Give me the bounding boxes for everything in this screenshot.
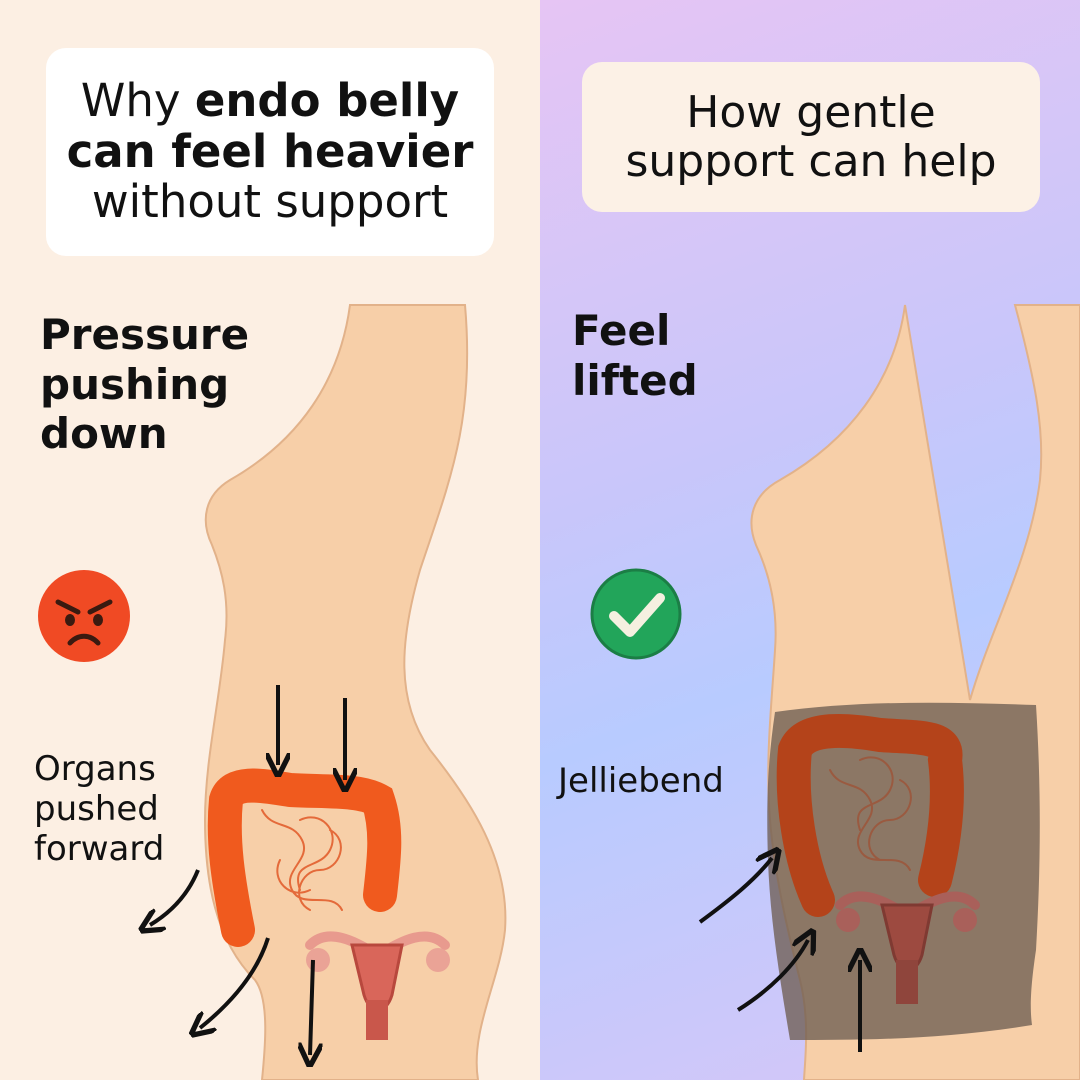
left-title-line-1: Why endo belly bbox=[46, 76, 494, 126]
left-title-line-3: without support bbox=[91, 175, 449, 229]
left-heading: Pressure pushing down bbox=[40, 310, 270, 459]
left-arrows bbox=[150, 685, 345, 1055]
left-heading-line: down bbox=[40, 409, 168, 459]
right-heading-line: Feel bbox=[572, 306, 671, 355]
left-title-bold-2: can feel heavier bbox=[66, 124, 474, 178]
right-heading: Feel lifted bbox=[572, 306, 772, 405]
right-uterus bbox=[835, 891, 980, 1004]
left-heading-line: Pressure bbox=[40, 310, 250, 359]
left-intestines bbox=[207, 768, 402, 947]
right-title-card: How gentle support can help bbox=[582, 62, 1040, 212]
organs-label-line: Organs bbox=[34, 749, 156, 789]
left-heading-line: pushing bbox=[40, 359, 230, 409]
right-support-band bbox=[767, 702, 1040, 1040]
left-title-line-2: can feel heavier bbox=[46, 124, 494, 178]
right-title-line-2: support can help bbox=[625, 136, 997, 187]
left-title-bold-1: endo belly bbox=[194, 74, 460, 128]
left-title-card: Why endo belly can feel heavier without … bbox=[46, 48, 494, 256]
left-body-silhouette bbox=[203, 304, 507, 1080]
right-intestines bbox=[776, 713, 964, 917]
left-title-pre: Why bbox=[80, 74, 195, 128]
organs-label-line: pushed bbox=[34, 788, 159, 829]
right-arrows bbox=[698, 858, 860, 1052]
organs-label-line: forward bbox=[34, 828, 165, 869]
jelliebend-label: Jelliebend bbox=[558, 761, 724, 801]
organs-label: Organs pushed forward bbox=[34, 749, 184, 869]
left-uterus bbox=[305, 931, 450, 1040]
right-heading-line: lifted bbox=[572, 355, 698, 405]
right-title-line-1: How gentle bbox=[686, 86, 936, 138]
